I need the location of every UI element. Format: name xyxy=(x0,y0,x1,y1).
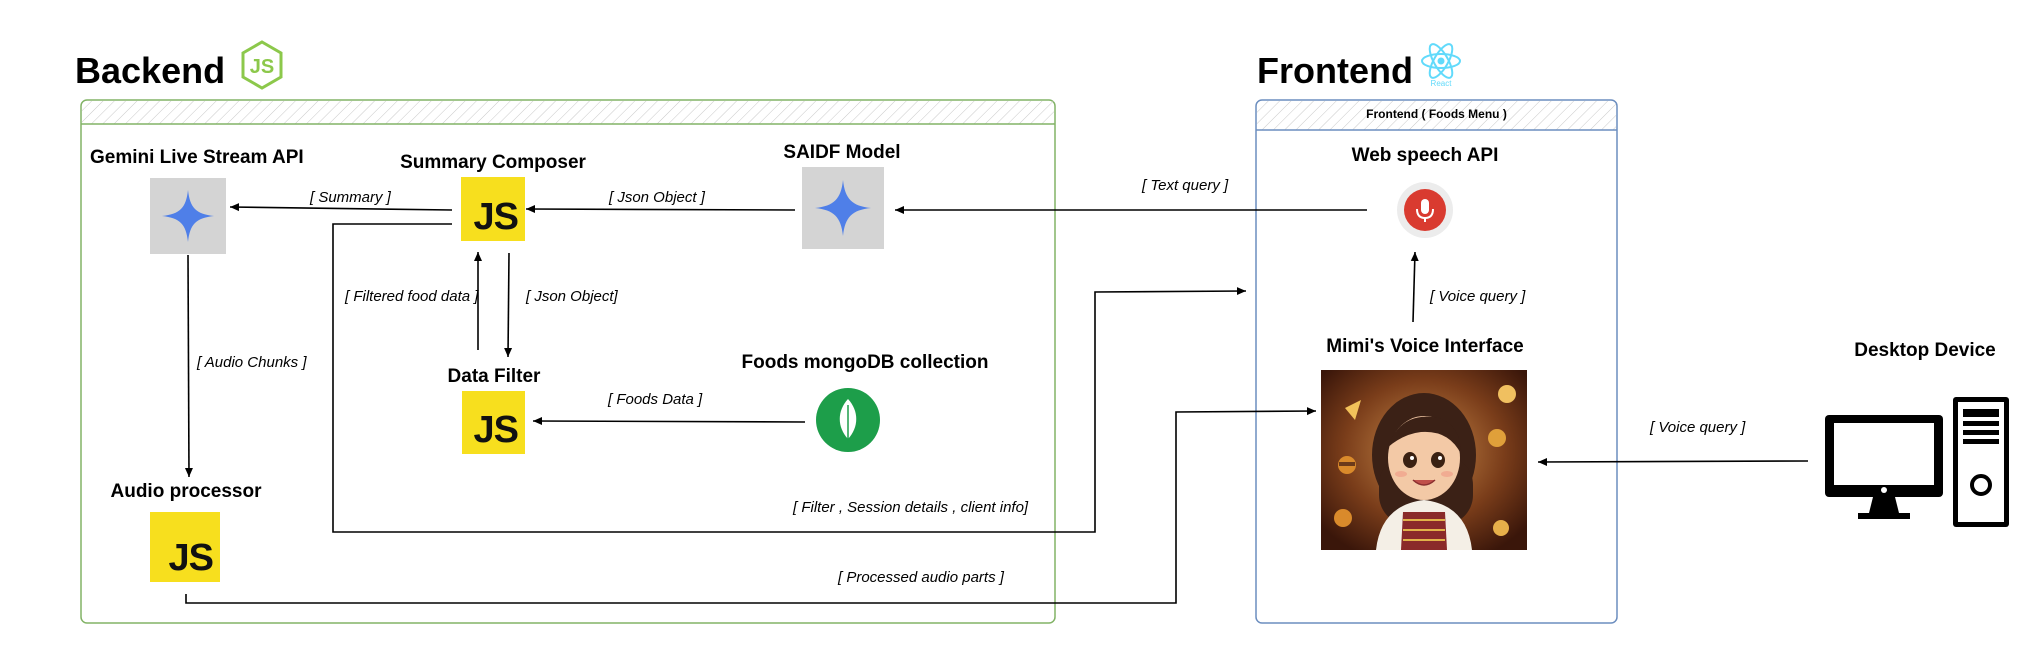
edge-label-text-query: [ Text query ] xyxy=(1142,177,1229,194)
js-icon: JS xyxy=(168,537,214,579)
mimi-avatar[interactable] xyxy=(1321,370,1527,550)
frontend-title: Frontend xyxy=(1257,50,1413,91)
edge-json-object-2 xyxy=(504,252,513,358)
microphone-icon[interactable] xyxy=(1395,180,1455,240)
svg-text:React: React xyxy=(1431,79,1453,88)
data-filter-node: JS xyxy=(462,391,525,454)
gemini-icon xyxy=(162,190,214,242)
react-icon: React xyxy=(1421,43,1461,88)
edge-label-json-object-1: [ Json Object ] xyxy=(609,189,705,206)
web-speech-label: Web speech API xyxy=(1351,145,1499,166)
audio-processor-label: Audio processor xyxy=(110,481,262,502)
summary-composer-node: JS xyxy=(461,177,525,241)
desktop-computer-icon xyxy=(1825,397,2009,527)
backend-title: Backend xyxy=(75,50,226,91)
mongodb-leaf-icon xyxy=(816,388,880,452)
edge-audio-chunks xyxy=(184,254,193,478)
edge-processed-audio xyxy=(185,407,1317,604)
svg-text:JS: JS xyxy=(250,56,274,78)
edge-label-filter-session: [ Filter , Session details , client info… xyxy=(793,499,1029,516)
edge-label-foods-data: [ Foods Data ] xyxy=(608,391,703,408)
nodejs-icon: JS xyxy=(241,40,283,90)
edge-filter-session xyxy=(332,223,1247,533)
edge-label-voice-query-1: [ Voice query ] xyxy=(1430,288,1526,305)
js-icon: JS xyxy=(473,409,519,451)
audio-processor-node: JS xyxy=(150,512,220,582)
saidf-label: SAIDF Model xyxy=(783,142,901,163)
edge-label-summary: [ Summary ] xyxy=(310,189,391,206)
frontend-container-title: Frontend ( Foods Menu ) xyxy=(1366,107,1507,121)
edge-voice-query-1 xyxy=(1410,251,1419,323)
mongodb-label: Foods mongoDB collection xyxy=(741,352,989,373)
edge-label-filtered-food-data: [ Filtered food data ] xyxy=(345,288,479,305)
js-icon: JS xyxy=(473,196,519,238)
gemini-node xyxy=(150,178,226,254)
edge-label-audio-chunks: [ Audio Chunks ] xyxy=(197,354,307,371)
edge-label-voice-query-2: [ Voice query ] xyxy=(1650,419,1746,436)
saidf-node xyxy=(802,167,884,249)
edge-json-object-1 xyxy=(525,205,796,214)
edge-voice-query-2 xyxy=(1537,457,1809,466)
backend-container xyxy=(80,99,1056,624)
edge-label-processed-audio: [ Processed audio parts ] xyxy=(838,569,1004,586)
frontend-container xyxy=(1255,99,1618,624)
gemini-icon xyxy=(815,180,871,236)
edge-foods-data xyxy=(532,417,806,426)
data-filter-label: Data Filter xyxy=(447,366,541,387)
edge-summary xyxy=(229,203,453,212)
desktop-label: Desktop Device xyxy=(1854,340,1996,361)
summary-composer-label: Summary Composer xyxy=(400,152,586,173)
gemini-label: Gemini Live Stream API xyxy=(90,147,304,168)
edge-label-json-object-2: [ Json Object] xyxy=(526,288,618,305)
voice-interface-label: Mimi's Voice Interface xyxy=(1326,336,1524,357)
